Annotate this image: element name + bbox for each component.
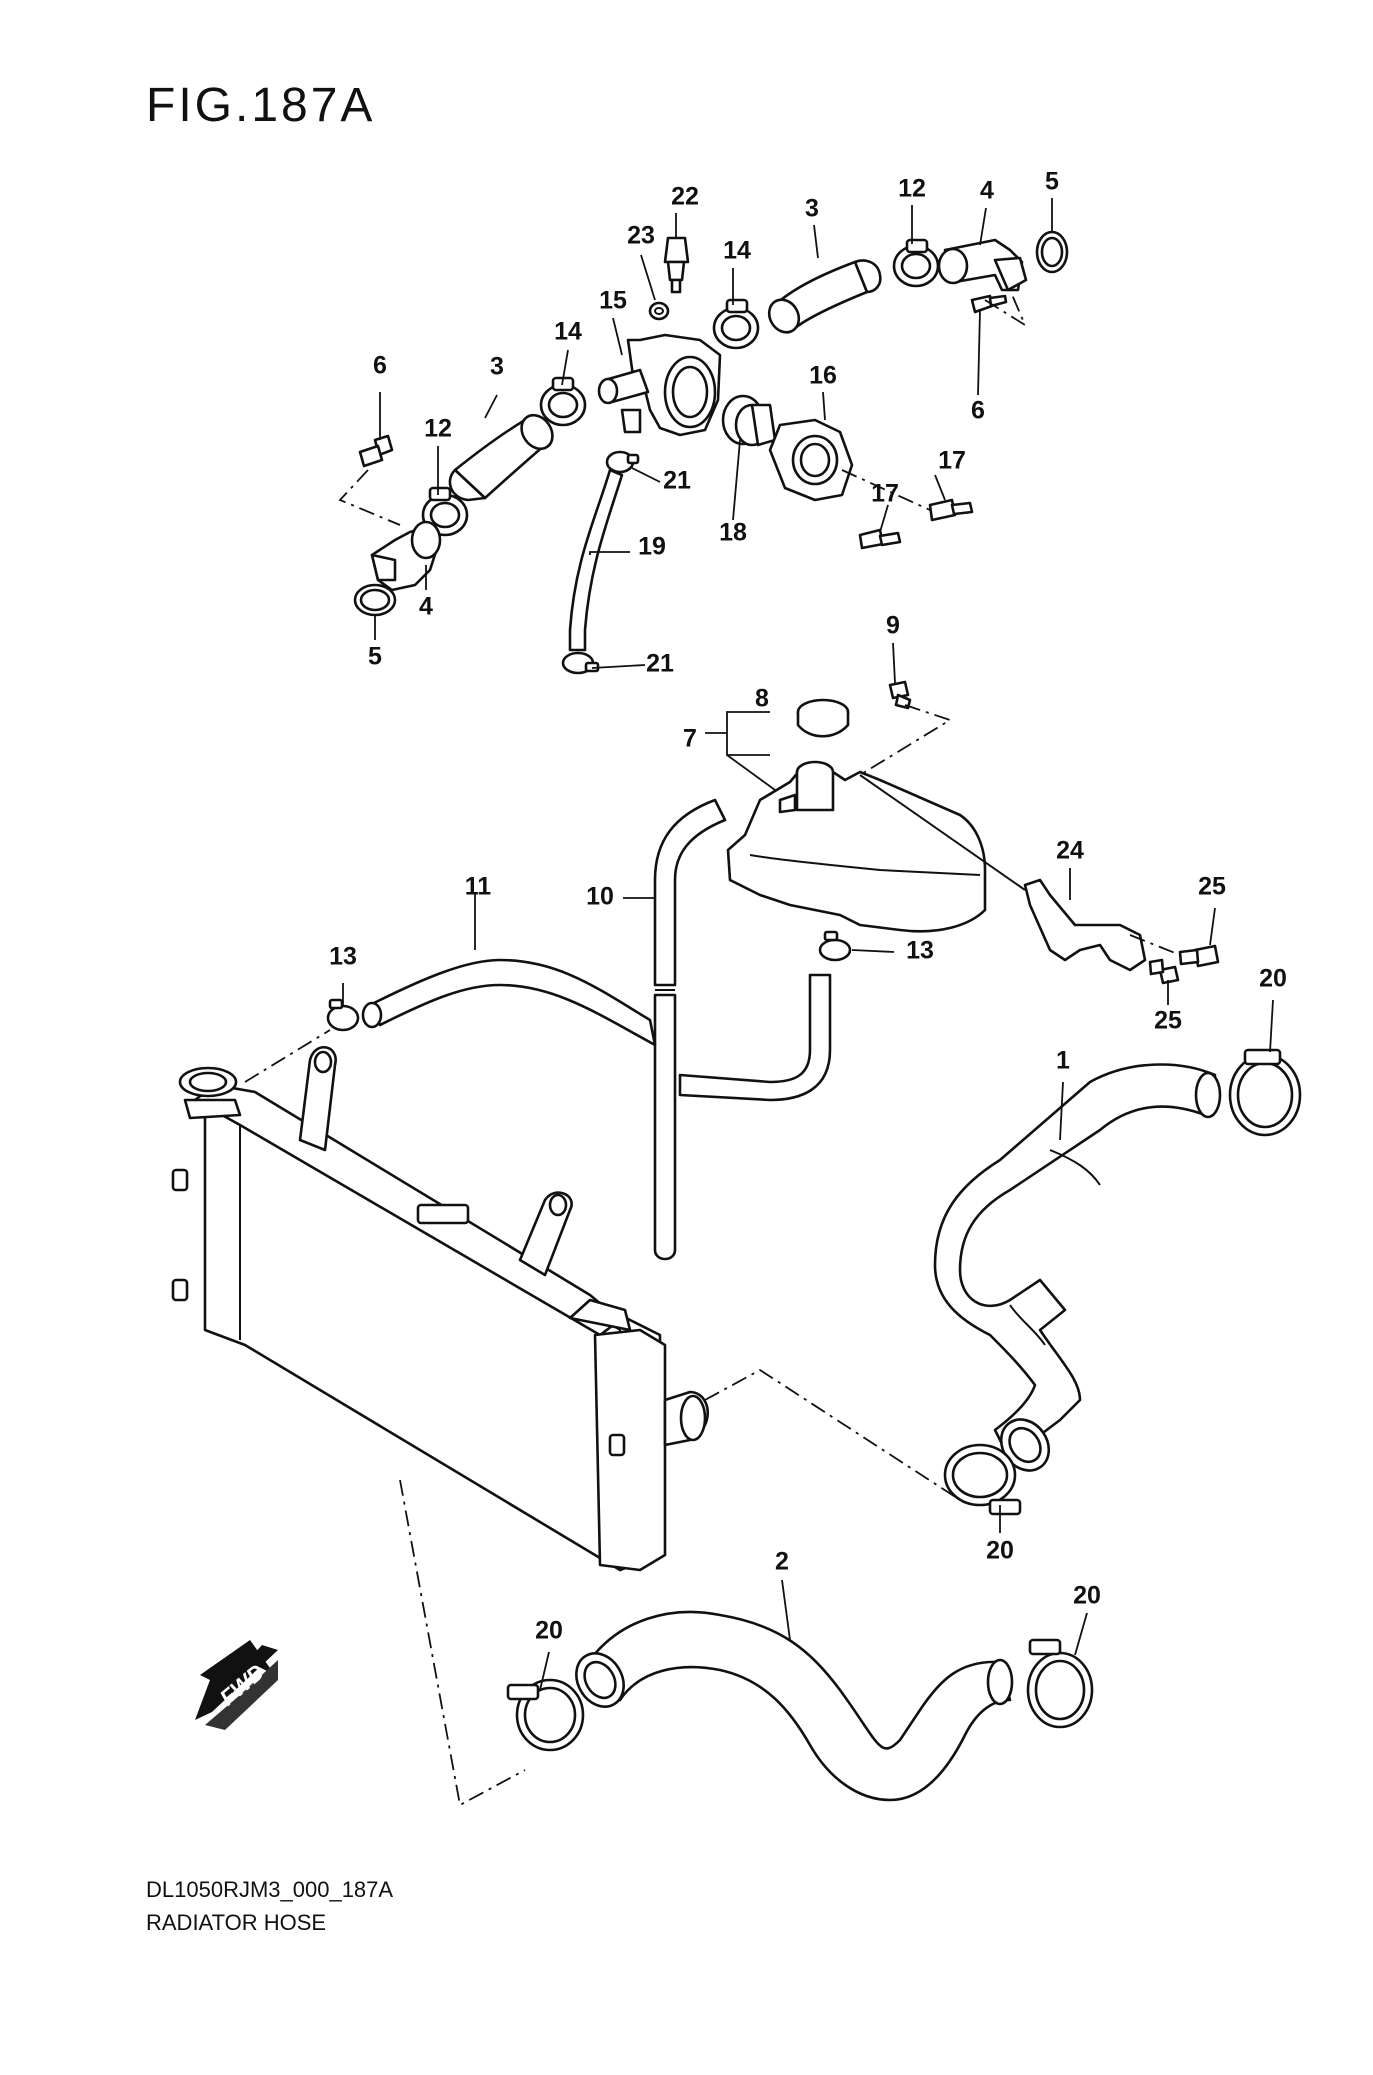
- fitting-4-right: [937, 238, 1028, 292]
- fwd-arrow-icon: FWD: [195, 1640, 278, 1730]
- clamp-20-lower-right: [1026, 1638, 1094, 1729]
- callout-17: 17: [938, 447, 966, 475]
- guide-line-bracket: [1129, 934, 1181, 956]
- sensor-22: [663, 236, 690, 294]
- bolt-25-right: [1178, 944, 1220, 968]
- bolt-17-lower: [858, 528, 902, 550]
- callout-17: 17: [871, 480, 899, 508]
- hose-1: [933, 1063, 1222, 1472]
- callout-3: 3: [805, 195, 819, 223]
- callout-6: 6: [971, 397, 985, 425]
- callout-25: 25: [1154, 1007, 1182, 1035]
- callout-11: 11: [465, 873, 492, 901]
- reservoir-tank-7: [726, 760, 1026, 933]
- callout-20: 20: [1073, 1582, 1101, 1610]
- callout-1: 1: [1056, 1047, 1070, 1075]
- guide-line-bolt-9: [859, 704, 953, 776]
- callout-20: 20: [986, 1537, 1014, 1565]
- bolt-25-lower: [1148, 958, 1180, 985]
- bolt-9: [888, 680, 912, 710]
- clamp-21-lower: [561, 651, 600, 675]
- thermostat-housing-15: [597, 333, 722, 437]
- callout-21: 21: [663, 467, 691, 495]
- clamp-12-right: [892, 238, 940, 288]
- callout-18: 18: [719, 519, 747, 547]
- clamp-13-right: [818, 930, 852, 962]
- o-ring-5-right: [1035, 230, 1069, 274]
- lead-bracket-7: [705, 711, 776, 791]
- callout-7: 7: [683, 725, 697, 753]
- hose-19: [568, 468, 624, 652]
- callout-20: 20: [1259, 965, 1287, 993]
- callouts: 22 23 14 3 12 4 5 6 15 14 3 6 12 4 5 16 …: [329, 168, 1287, 1645]
- fitting-4-left: [370, 520, 442, 592]
- bolt-17-upper: [928, 498, 974, 522]
- hose-11-lower: [678, 973, 832, 1102]
- callout-14: 14: [554, 318, 582, 346]
- guide-line-left-bolt: [338, 469, 401, 526]
- reservoir-cap-8: [796, 698, 850, 738]
- clamp-14-left: [539, 376, 587, 427]
- bolt-6-right: [970, 294, 1008, 314]
- callout-5: 5: [1045, 168, 1059, 196]
- callout-9: 9: [886, 612, 900, 640]
- o-ring-5-left: [353, 583, 397, 617]
- hose-3-left: [448, 413, 554, 502]
- clamp-20-lower-left: [506, 1678, 585, 1752]
- guide-line-outlet: [704, 1368, 961, 1501]
- callout-24: 24: [1056, 837, 1084, 865]
- callout-19: 19: [638, 533, 666, 561]
- radiator: [171, 1045, 710, 1572]
- figure-title: FIG.187A: [146, 79, 376, 132]
- bolt-6-left: [358, 434, 394, 468]
- callout-13: 13: [329, 943, 357, 971]
- callout-22: 22: [671, 183, 699, 211]
- hose-10: [653, 798, 727, 1261]
- clamp-14-right: [712, 298, 760, 350]
- callout-4: 4: [980, 177, 994, 205]
- callout-15: 15: [599, 287, 627, 315]
- clamp-20-mid: [943, 1443, 1022, 1516]
- leader-lines: [342, 198, 1274, 1691]
- callout-25: 25: [1198, 873, 1226, 901]
- callout-2: 2: [775, 1548, 789, 1576]
- callout-3: 3: [490, 353, 504, 381]
- hose-2: [575, 1610, 1014, 1802]
- clamp-21-upper: [605, 450, 640, 474]
- callout-23: 23: [627, 222, 655, 250]
- hose-3-right: [767, 259, 882, 334]
- callout-6: 6: [373, 352, 387, 380]
- clamp-20-upper-right: [1228, 1048, 1302, 1137]
- thermostat-18: [721, 394, 777, 447]
- callout-4: 4: [419, 593, 433, 621]
- hose-11: [361, 958, 657, 1047]
- callout-10: 10: [586, 883, 614, 911]
- clamp-13-left: [326, 998, 360, 1032]
- callout-20: 20: [535, 1617, 563, 1645]
- callout-12: 12: [898, 175, 926, 203]
- thermostat-cover-16: [768, 418, 854, 502]
- bracket-24: [1023, 878, 1147, 972]
- callout-16: 16: [809, 362, 837, 390]
- diagram-code: DL1050RJM3_000_187A: [146, 1877, 394, 1902]
- diagram-name: RADIATOR HOSE: [146, 1910, 327, 1935]
- callout-5: 5: [368, 643, 382, 671]
- callout-13: 13: [906, 937, 934, 965]
- washer-23: [648, 301, 670, 321]
- callout-8: 8: [755, 685, 769, 713]
- callout-21: 21: [646, 650, 674, 678]
- callout-14: 14: [723, 237, 751, 265]
- callout-12: 12: [424, 415, 452, 443]
- guide-line-right-bolt: [984, 289, 1027, 328]
- guide-line-lower: [399, 1479, 526, 1807]
